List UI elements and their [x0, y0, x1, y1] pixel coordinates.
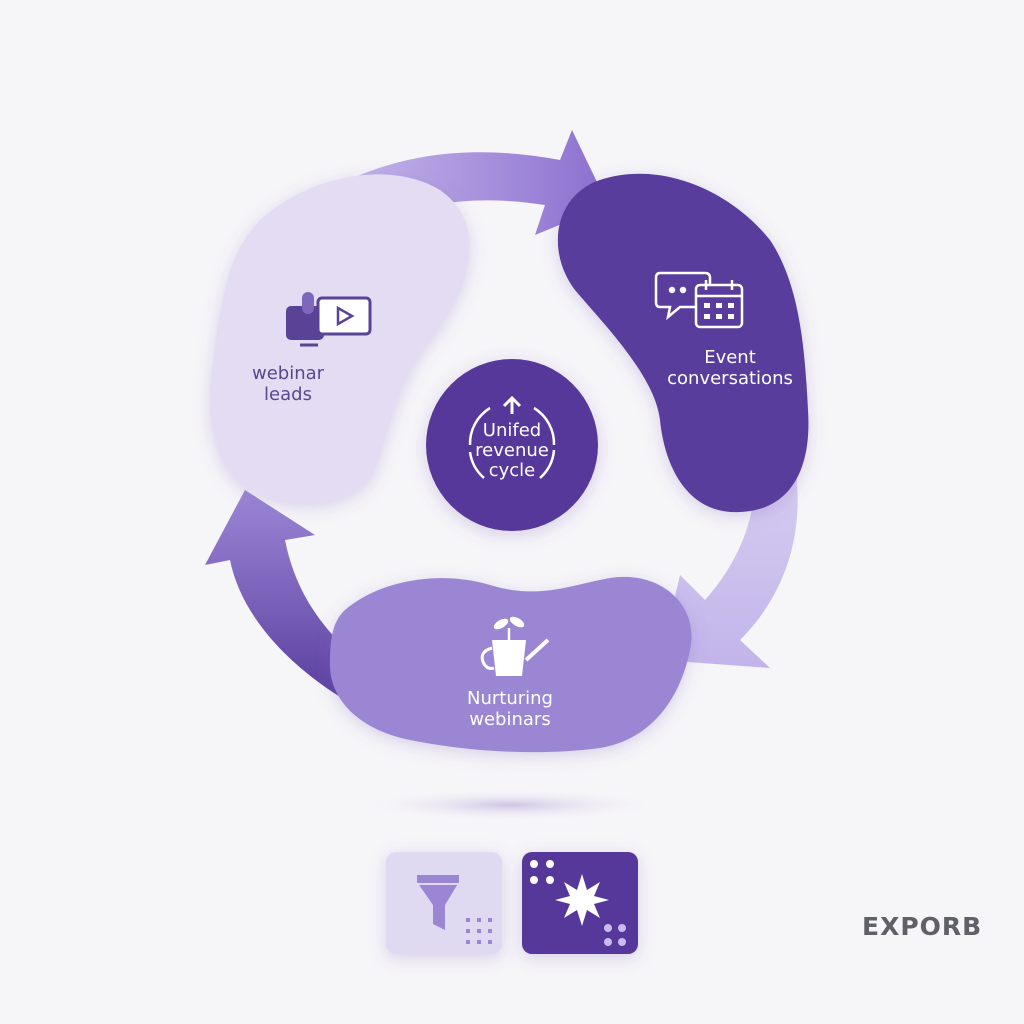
- microphone-video-icon: [286, 292, 372, 347]
- funnel-tile: [386, 852, 502, 954]
- watering-can-sprout-icon: [480, 616, 550, 676]
- arrow-up-cycle-icon: [468, 395, 556, 479]
- node-label-line: webinars: [469, 709, 551, 730]
- center-label: Unifed revenue cycle: [448, 421, 576, 481]
- chat-calendar-icon: [654, 271, 744, 329]
- node-label-line: webinar: [251, 363, 325, 384]
- node-label-webinar-leads: webinar leads: [228, 363, 348, 405]
- funnel-icon: [417, 875, 459, 930]
- center-label-line: cycle: [488, 460, 536, 481]
- node-label-line: leads: [264, 384, 312, 405]
- node-label-line: conversations: [667, 368, 793, 389]
- node-label-event-conversations: Event conversations: [640, 347, 820, 389]
- node-event-conversations-shape: [557, 173, 809, 513]
- starburst-tile: [522, 852, 638, 954]
- node-label-line: Nurturing: [467, 688, 553, 709]
- node-webinar-leads-shape: [209, 174, 470, 504]
- center-hub: [426, 359, 598, 531]
- arc-left: [205, 490, 370, 700]
- center-label-line: Unifed: [482, 420, 542, 441]
- ground-shadow: [360, 789, 660, 821]
- node-label-line: Event: [704, 347, 756, 368]
- starburst-icon: [555, 874, 609, 926]
- node-label-nurturing-webinars: Nurturing webinars: [430, 688, 590, 730]
- center-label-line: revenue: [475, 440, 549, 461]
- brand-logo: EXPORB: [862, 912, 983, 941]
